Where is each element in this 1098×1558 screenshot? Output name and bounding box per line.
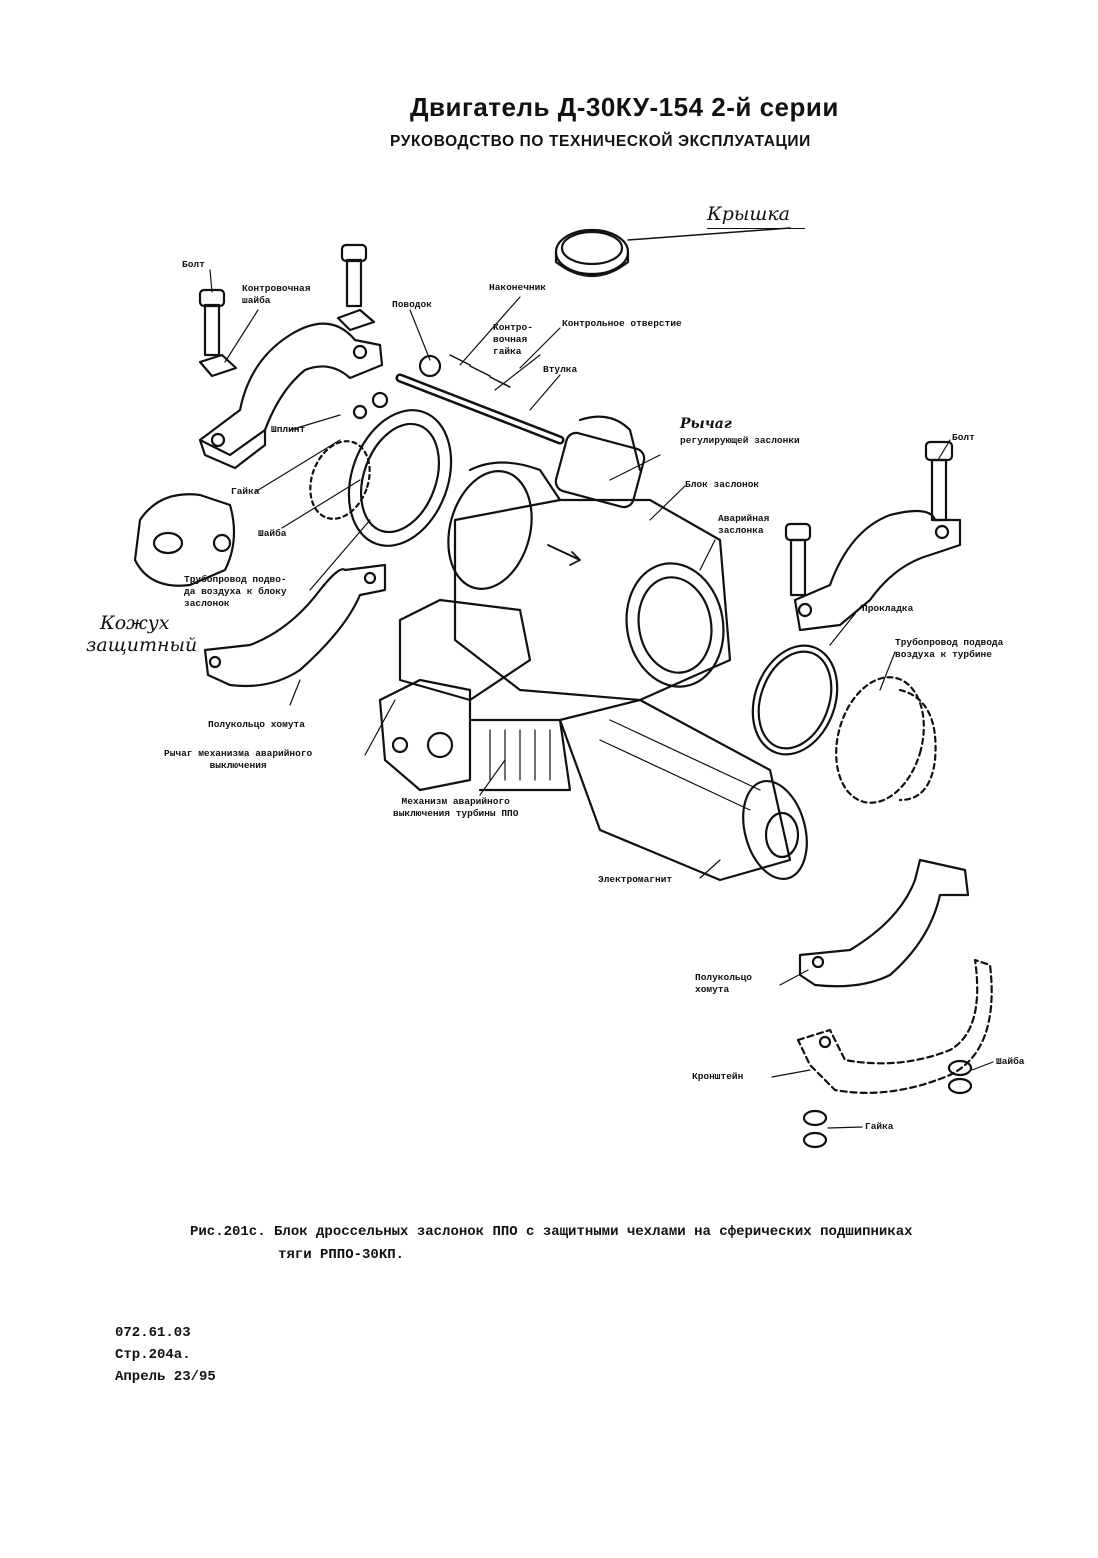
- label-gaika-right: Гайка: [865, 1121, 894, 1132]
- footer-page-number: Стр.204а.: [115, 1347, 191, 1363]
- label-truboprovod-turbine-line1: Трубопровод подвода: [895, 637, 1004, 648]
- label-polukoltso-right: Полукольцо хомута: [695, 972, 752, 996]
- cover-part: [554, 227, 791, 278]
- label-povodok: Поводок: [392, 299, 432, 310]
- figure-caption: Рис.201с. Блок дроссельных заслонок ППО …: [190, 1221, 913, 1267]
- figure-caption-line2: тяги РППО-30КП.: [278, 1247, 405, 1263]
- valve-block-part: [447, 415, 732, 702]
- label-avar-zaslonka-line1: Аварийная: [718, 513, 770, 524]
- label-kontr-shaiba: Контровочная шайба: [242, 283, 310, 307]
- right-clamp-part: [784, 440, 962, 632]
- left-clamp-part: [198, 243, 384, 470]
- label-gaika-left: Гайка: [231, 486, 260, 497]
- label-truboprovod-turbine: Трубопровод подвода воздуха к турбине: [895, 637, 1003, 661]
- left-flange-part: [309, 409, 453, 547]
- label-rychag-mekh-line1: Рычаг механизма аварийного: [164, 748, 313, 759]
- label-kontr-shaiba-line1: Контровочная: [242, 283, 311, 294]
- label-rychag: Рычаг регулирующей заслонки: [680, 414, 800, 447]
- label-bolt-right: Болт: [952, 432, 975, 443]
- label-polukoltso-left: Полукольцо хомута: [208, 719, 305, 730]
- label-vtulka: Втулка: [543, 364, 578, 375]
- protective-cover-part: [133, 493, 236, 587]
- lower-right-clamp-part: [796, 858, 993, 1149]
- label-rychag-line1: Рычаг: [680, 416, 732, 432]
- label-bolt-left: Болт: [182, 259, 205, 270]
- label-mekhanizm: Механизм аварийного выключения турбины П…: [393, 796, 518, 820]
- page-subtitle: РУКОВОДСТВО ПО ТЕХНИЧЕСКОЙ ЭКСПЛУАТАЦИИ: [390, 133, 811, 150]
- label-kontr-otverstie: Контрольное отверстие: [562, 318, 682, 329]
- underline-kryshka: [707, 228, 805, 229]
- label-truboprovod-bloku: Трубопровод подво- да воздуха к блоку за…: [184, 574, 287, 610]
- page-footer: 072.61.03 Стр.204а. Апрель 23/95: [115, 1322, 216, 1388]
- label-kozhukh: Кожух защитный: [86, 612, 197, 656]
- label-mekhanizm-line1: Механизм аварийного: [401, 796, 510, 807]
- label-kozhukh-line1: Кожух: [100, 612, 170, 634]
- label-polukoltso-right-line2: хомута: [695, 984, 730, 995]
- figure-caption-line1: Рис.201с. Блок дроссельных заслонок ППО …: [190, 1224, 913, 1240]
- label-polukoltso-right-line1: Полукольцо: [695, 972, 753, 983]
- label-shaiba-right: Шайба: [996, 1056, 1025, 1067]
- turbine-pipe-part: [835, 676, 937, 804]
- label-prokladka: Прокладка: [862, 603, 914, 614]
- electromagnet-part: [558, 698, 808, 882]
- footer-doc-code: 072.61.03: [115, 1325, 191, 1341]
- leader-lines: [209, 269, 994, 1129]
- emergency-mechanism-part: [378, 598, 572, 792]
- label-kronshtein: Кронштейн: [692, 1071, 744, 1082]
- gasket-part: [751, 644, 839, 756]
- label-kontr-gaika-line2: вочная: [493, 334, 528, 345]
- label-truboprovod-bloku-line1: Трубопровод подво-: [184, 574, 287, 585]
- label-mekhanizm-line2: выключения турбины ППО: [393, 808, 519, 819]
- label-truboprovod-bloku-line3: заслонок: [184, 598, 230, 609]
- rod-assembly-part: [352, 354, 565, 445]
- label-kontr-shaiba-line2: шайба: [242, 295, 271, 306]
- label-kozhukh-line2: защитный: [86, 634, 198, 656]
- label-rychag-mekh-line2: выключения: [209, 760, 267, 771]
- label-truboprovod-bloku-line2: да воздуха к блоку: [184, 586, 287, 597]
- label-kryshka: Крышка: [707, 203, 791, 225]
- label-kontr-gaika: Контро- вочная гайка: [493, 322, 533, 358]
- label-avar-zaslonka: Аварийная заслонка: [718, 513, 769, 537]
- label-truboprovod-turbine-line2: воздуха к турбине: [895, 649, 992, 660]
- label-shplint: Шплинт: [271, 424, 306, 435]
- label-kontr-gaika-line1: Контро-: [493, 322, 533, 333]
- label-blok-zaslonok: Блок заслонок: [685, 479, 760, 490]
- label-nakonechnik: Наконечник: [489, 282, 547, 293]
- label-rychag-mekh: Рычаг механизма аварийного выключения: [164, 748, 312, 772]
- page-title: Двигатель Д-30КУ-154 2-й серии: [410, 92, 839, 122]
- label-shaiba-left: Шайба: [258, 528, 287, 539]
- label-rychag-line2: регулирующей заслонки: [680, 435, 800, 446]
- label-elektromagnit: Электромагнит: [598, 874, 673, 885]
- lower-left-clamp-part: [203, 563, 387, 688]
- label-avar-zaslonka-line2: заслонка: [718, 525, 764, 536]
- label-kontr-gaika-line3: гайка: [493, 346, 522, 357]
- footer-date: Апрель 23/95: [115, 1369, 216, 1385]
